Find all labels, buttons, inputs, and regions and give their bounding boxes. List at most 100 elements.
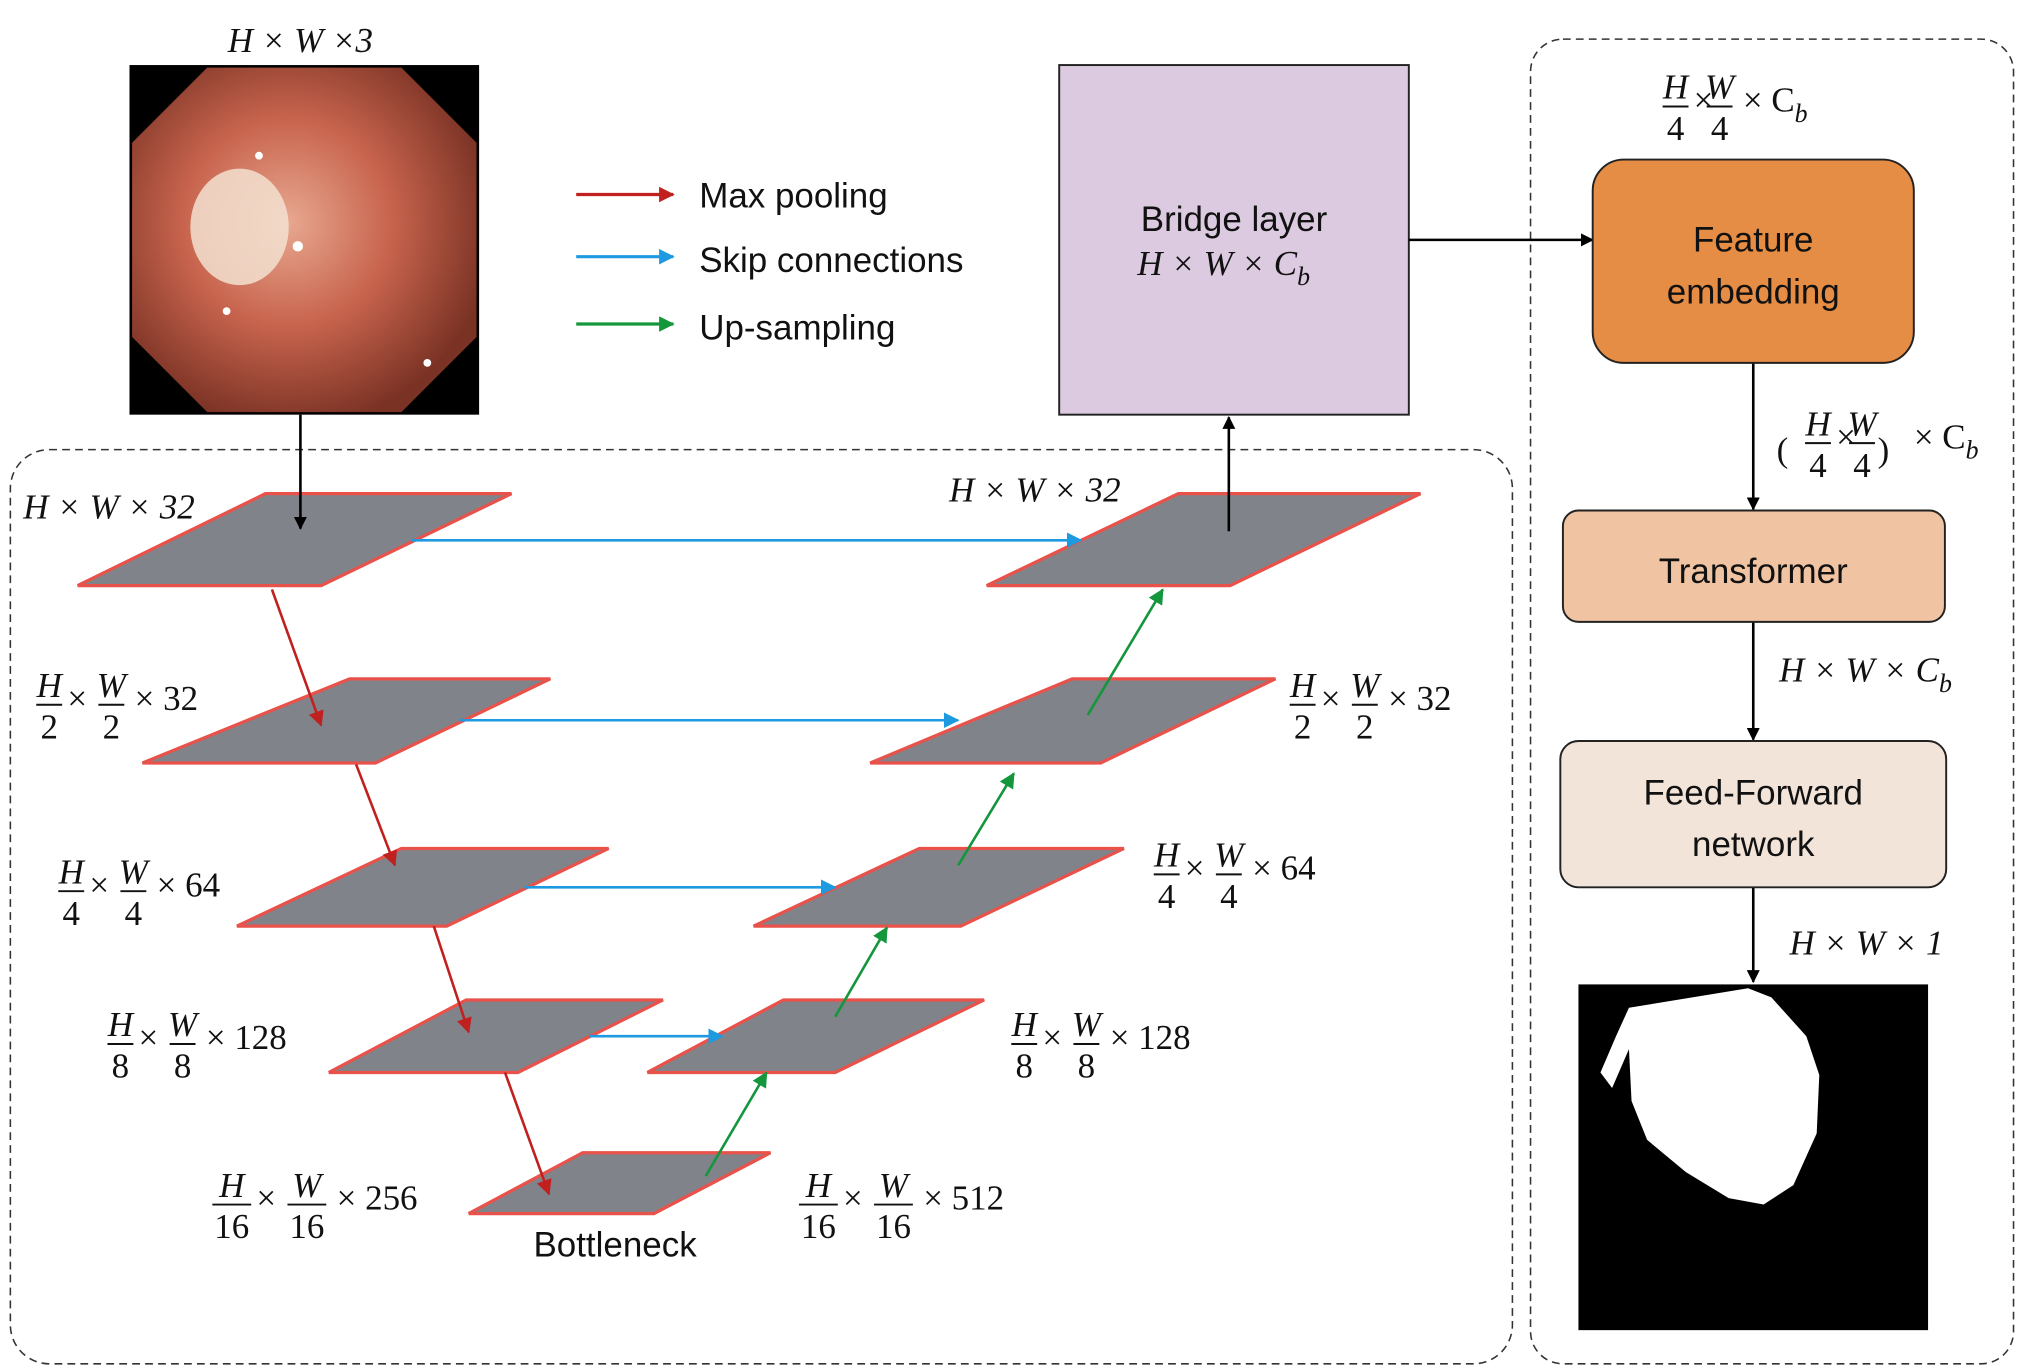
height-fraction-numerator: H (1011, 1005, 1039, 1044)
height-fraction-numerator: H (1289, 666, 1317, 705)
transformer-container (1529, 38, 2015, 1365)
height-fraction-denominator: 16 (214, 1207, 249, 1246)
encoder-layers (76, 492, 772, 1216)
channels-text: × 64 (1252, 849, 1315, 888)
channels-text: × Cb (1914, 417, 1979, 464)
close-paren: ) (1878, 430, 1890, 469)
encoder-label-1: H × W × 32 (22, 487, 194, 526)
subscript: b (1795, 99, 1808, 128)
height-fraction-denominator: 2 (40, 707, 57, 746)
decoder-label-4: H8×W8× 128 (1011, 1005, 1191, 1085)
height-fraction-numerator: H (58, 852, 86, 891)
channels-text: × 32 (135, 679, 198, 718)
legend-max-pooling: Max pooling (699, 176, 887, 215)
times-sign: × (89, 865, 109, 904)
width-fraction-numerator: W (1072, 1005, 1104, 1044)
bridge-layer-title: Bridge layer (1141, 200, 1328, 239)
encoder-layer-4 (328, 998, 664, 1075)
width-fraction-numerator: W (1705, 68, 1737, 107)
encoder-label-2: H2×W2× 32 (36, 666, 198, 746)
input-image (129, 65, 480, 415)
encoder-layer-3 (236, 846, 610, 928)
width-fraction-denominator: 4 (1853, 446, 1870, 485)
decoder-label-1: H × W × 32 (948, 470, 1120, 509)
bottleneck-layer (467, 1151, 772, 1216)
arrows (270, 233, 1760, 1196)
width-fraction-denominator: 8 (174, 1047, 191, 1086)
legend-skip-connections: Skip connections (699, 241, 963, 280)
height-fraction-numerator: H (36, 666, 64, 705)
channels-text: × 128 (206, 1018, 287, 1057)
width-fraction-denominator: 4 (125, 894, 142, 933)
height-fraction-denominator: 4 (1667, 109, 1684, 148)
decoder-layer-1 (985, 492, 1422, 588)
feature-embedding-input-label: H4×W4× Cb (1662, 68, 1808, 148)
height-fraction-denominator: 8 (1016, 1047, 1033, 1086)
width-fraction-numerator: W (119, 852, 151, 891)
output-shape-label: H × W × 1 (1789, 924, 1944, 963)
height-fraction-numerator: H (805, 1166, 833, 1205)
width-fraction-denominator: 8 (1078, 1047, 1095, 1086)
shape-text: H × W × 32 (948, 470, 1120, 509)
encoder-layer-2 (141, 677, 552, 765)
decoder-label-2: H2×W2× 32 (1289, 666, 1451, 746)
height-fraction-denominator: 8 (112, 1047, 129, 1086)
height-fraction-numerator: H (1153, 836, 1181, 875)
height-fraction-numerator: H (107, 1005, 135, 1044)
input-shape-label: H × W ×3 (227, 21, 373, 60)
times-sign: × (1185, 849, 1205, 888)
width-fraction-numerator: W (292, 1166, 324, 1205)
shape-text: H × W × 32 (22, 487, 194, 526)
decoder-layer-3 (752, 846, 1125, 928)
height-fraction-denominator: 4 (1158, 877, 1175, 916)
feed-forward-line2: network (1692, 825, 1815, 864)
times-sign: × (843, 1179, 863, 1218)
width-fraction-denominator: 2 (103, 707, 120, 746)
feed-forward-box (1559, 740, 1948, 889)
transformer-output-label: H × W × Cb (1778, 650, 1952, 697)
channels-text: × 256 (337, 1179, 418, 1218)
times-sign: × (139, 1018, 159, 1057)
height-fraction-denominator: 16 (801, 1207, 836, 1246)
width-fraction-numerator: W (879, 1166, 911, 1205)
encoder-layer-1 (76, 492, 513, 588)
transformer-label: Transformer (1659, 552, 1848, 591)
legend: Max pooling Skip connections Up-sampling (576, 176, 963, 348)
unet-container (9, 448, 1514, 1365)
bottleneck-label: Bottleneck (533, 1225, 697, 1264)
width-fraction-numerator: W (97, 666, 129, 705)
feed-forward-line1: Feed-Forward (1644, 773, 1864, 812)
times-sign: × (256, 1179, 276, 1218)
feature-embedding-line1: Feature (1693, 221, 1813, 260)
legend-up-sampling: Up-sampling (699, 309, 895, 348)
subscript: b (1966, 436, 1979, 465)
transformer-box (1561, 509, 1946, 623)
width-fraction-denominator: 16 (289, 1207, 324, 1246)
height-fraction-denominator: 2 (1294, 707, 1311, 746)
height-fraction-denominator: 4 (62, 894, 79, 933)
width-fraction-numerator: W (1350, 666, 1382, 705)
width-fraction-denominator: 4 (1220, 877, 1237, 916)
width-fraction-denominator: 2 (1356, 707, 1373, 746)
bridge-layer-box (1058, 64, 1410, 416)
width-fraction-denominator: 4 (1711, 109, 1728, 148)
height-fraction-denominator: 4 (1809, 446, 1826, 485)
feature-embedding-line2: embedding (1667, 272, 1840, 311)
height-fraction-numerator: H (1804, 404, 1832, 443)
encoder-label-5: H16×W16× 256 (212, 1166, 418, 1246)
channels-text: × 512 (923, 1179, 1004, 1218)
height-fraction-numerator: H (218, 1166, 246, 1205)
decoder-layer-2 (869, 677, 1277, 765)
decoder-label-5: H16×W16× 512 (798, 1166, 1004, 1246)
times-sign: × (67, 679, 87, 718)
times-sign: × (1694, 81, 1714, 120)
token-shape-label: (H4×W4)× Cb (1777, 404, 1979, 484)
encoder-label-3: H4×W4× 64 (58, 852, 220, 932)
channels-text: × 128 (1110, 1018, 1191, 1057)
times-sign: × (1836, 417, 1856, 456)
channels-text: × 32 (1388, 679, 1451, 718)
width-fraction-numerator: W (1847, 404, 1879, 443)
times-sign: × (1042, 1018, 1062, 1057)
width-fraction-denominator: 16 (876, 1207, 911, 1246)
